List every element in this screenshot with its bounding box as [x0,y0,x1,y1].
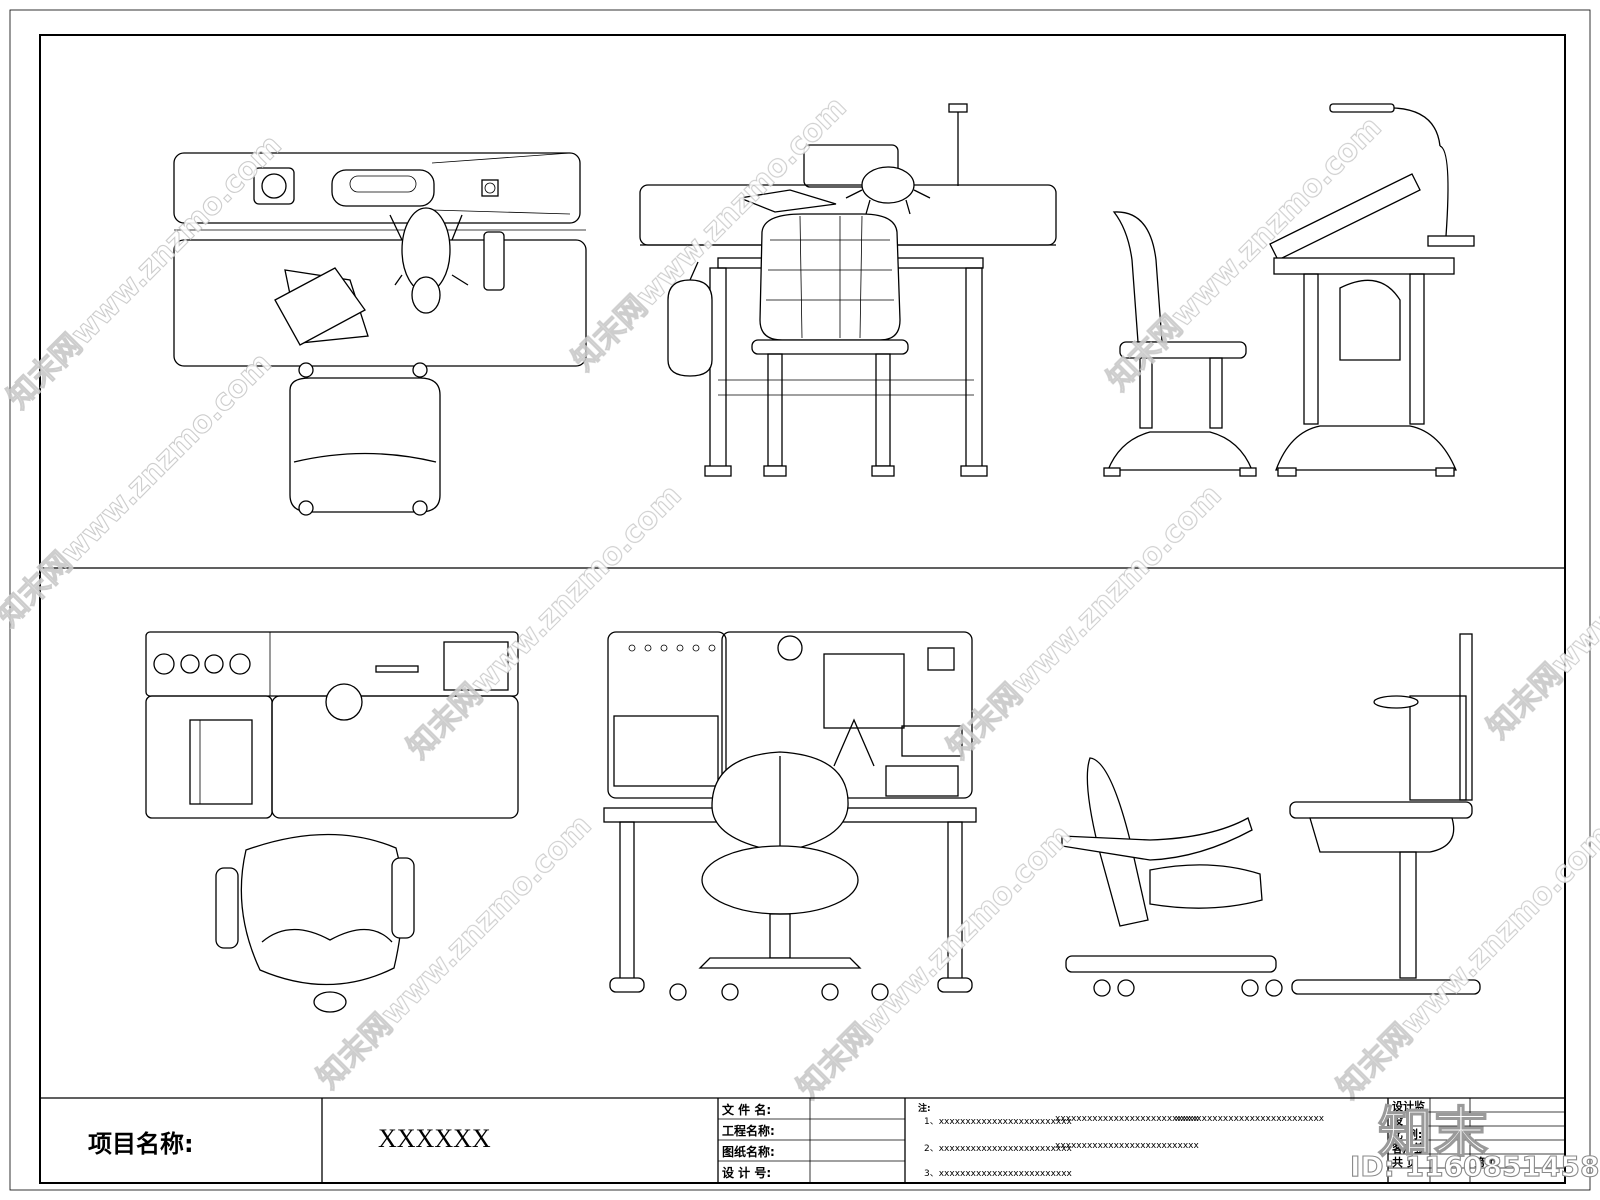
project-name-value: XXXXXX [378,1124,491,1153]
desk-side-elevation-top [1103,103,1475,477]
desk-side-elevation-bottom [1061,633,1481,997]
field-drawing-name: 图纸名称: [722,1145,775,1159]
watermark-id: ID: 1160851458 [1349,1149,1600,1183]
field-client-signature: 客户签 [1392,1142,1425,1155]
desk-plan-view-top [173,152,587,516]
field-designer: 设 [1392,1114,1403,1127]
watermark-text: 知末网www.znzmo.com [401,478,689,766]
field-total-pages: 共 页 [1392,1156,1418,1169]
desk-front-elevation-bottom [603,631,977,1001]
project-name-label: 项目名称: [88,1130,194,1158]
field-design-supervisor: 设计监 [1392,1100,1425,1113]
desk-front-elevation-top [639,103,1057,477]
sheet-inner-border [39,34,1566,1184]
note-line: 3、xxxxxxxxxxxxxxxxxxxxxxxxx [924,1169,1072,1179]
field-page-number: 第 页 [1474,1156,1500,1169]
title-block [40,1097,1565,1183]
field-project-name: 工程名称: [722,1124,775,1138]
watermark-text: 知末网www.znzmo.com [1331,818,1600,1106]
note-line: xxxxxxxxxxxxxxxxxxxxxxxxxxx [1055,1141,1199,1151]
note-line: xxxxxxxxxxxxxxxxxxxxxxxxxxxx [1175,1114,1325,1124]
field-scale: 比 例: [1392,1128,1423,1141]
watermark-logo: 知末 [1377,1100,1490,1164]
field-file-name: 文 件 名: [722,1103,772,1117]
note-line: xxxxxxxxxxxxxxxxxxxxxxxxxxx [1055,1114,1199,1124]
sheet-outer-border [9,9,1591,1191]
note-line: 2、xxxxxxxxxxxxxxxxxxxxxxxxx [924,1144,1072,1154]
watermark-text: 知末网www.znzmo.com [941,478,1229,766]
desk-plan-view-bottom [145,631,519,1013]
watermark-text: 知末网www.znzmo.com [1481,458,1600,746]
note-line: 1、xxxxxxxxxxxxxxxxxxxxxxxxx [924,1117,1072,1127]
field-design-number: 设 计 号: [722,1166,772,1180]
notes-label: 注: [918,1104,931,1114]
